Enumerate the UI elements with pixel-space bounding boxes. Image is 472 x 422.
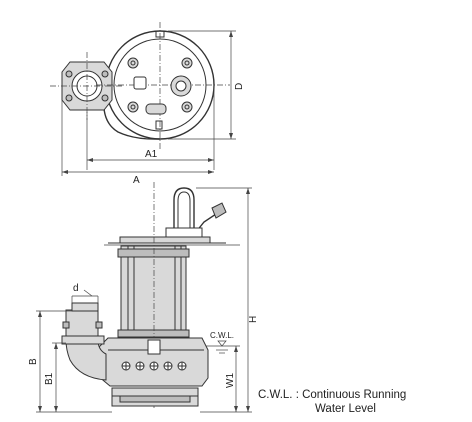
label-b: B [28,358,39,365]
top-view-handle [145,103,167,115]
legend-line-1: C.W.L. : Continuous Running [258,389,407,401]
label-h: H [248,316,259,323]
label-w1: W1 [225,373,236,388]
front-view-top-cover [119,236,211,244]
label-d: D [234,83,245,90]
top-view-bolts [127,57,193,113]
front-view-cable-gland [211,202,227,219]
front-view-motor-frame [120,245,187,335]
label-b1: B1 [44,372,55,385]
top-view [50,22,236,176]
cwl-legend: C.W.L. : Continuous Running Water Level [258,388,472,416]
front-view-discharge-nozzle [71,302,99,312]
front-view-discharge-elbow [65,309,107,381]
front-view-bolts [121,361,187,371]
label-d-small: d [73,283,79,294]
legend-line-2: Water Level [315,403,376,415]
label-a: A [133,175,140,186]
label-a1: A1 [145,149,158,160]
front-view [36,182,252,413]
label-cwl-mark: C.W.L. [210,331,234,340]
front-view-lifting-handle [173,187,195,230]
